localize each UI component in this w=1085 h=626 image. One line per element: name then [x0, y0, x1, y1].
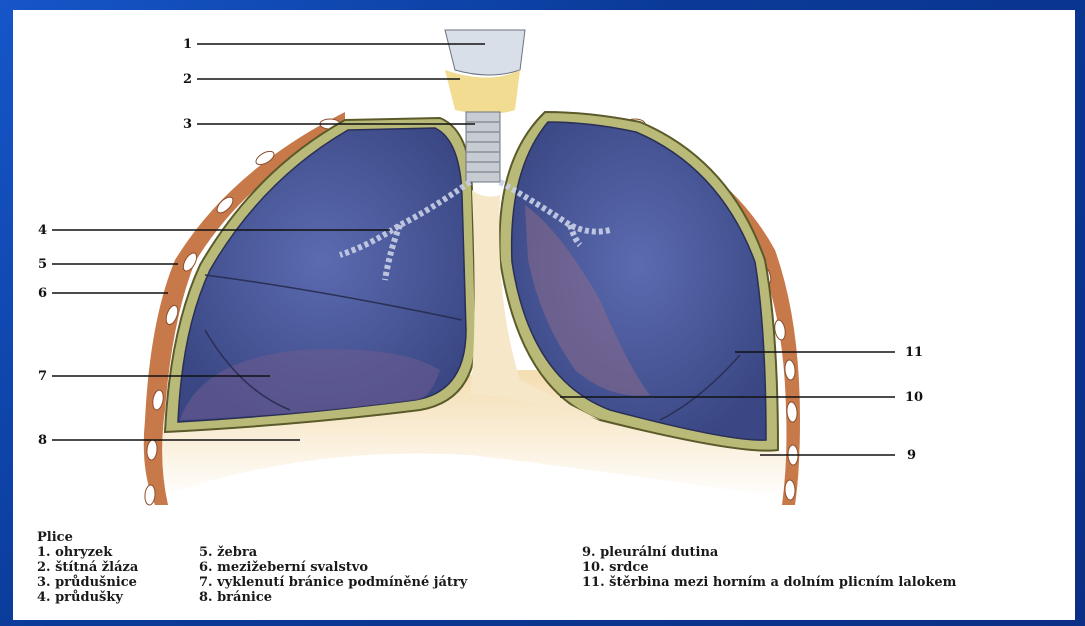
- label-3: 3: [183, 117, 192, 132]
- legend-column-3: 9. pleurální dutina 10. srdce 11. štěrbi…: [582, 545, 956, 590]
- legend-item: 9. pleurální dutina: [582, 545, 956, 560]
- legend-item: 3. průdušnice: [37, 575, 138, 590]
- legend-item: 8. bránice: [199, 590, 467, 605]
- label-7: 7: [38, 369, 47, 384]
- label-10: 10: [905, 390, 923, 405]
- label-11: 11: [905, 345, 923, 360]
- thyroid: [445, 70, 520, 114]
- label-1: 1: [183, 37, 192, 52]
- legend-title: Plice: [37, 530, 73, 545]
- legend: Plice 1. ohryzek 2. štítná žláza 3. průd…: [37, 530, 1067, 620]
- label-4: 4: [38, 223, 47, 238]
- legend-column-1: 1. ohryzek 2. štítná žláza 3. průdušnice…: [37, 545, 138, 605]
- legend-item: 1. ohryzek: [37, 545, 138, 560]
- legend-item: 11. štěrbina mezi horním a dolním plicní…: [582, 575, 956, 590]
- legend-item: 7. vyklenutí bránice podmíněné játry: [199, 575, 467, 590]
- label-5: 5: [38, 257, 47, 272]
- legend-column-2: 5. žebra 6. mezižeberní svalstvo 7. vykl…: [199, 545, 467, 605]
- legend-item: 4. průdušky: [37, 590, 138, 605]
- label-9: 9: [907, 448, 916, 463]
- legend-item: 10. srdce: [582, 560, 956, 575]
- label-2: 2: [183, 72, 192, 87]
- larynx: [445, 30, 525, 75]
- label-8: 8: [38, 433, 47, 448]
- legend-item: 2. štítná žláza: [37, 560, 138, 575]
- legend-item: 5. žebra: [199, 545, 467, 560]
- legend-item: 6. mezižeberní svalstvo: [199, 560, 467, 575]
- label-6: 6: [38, 286, 47, 301]
